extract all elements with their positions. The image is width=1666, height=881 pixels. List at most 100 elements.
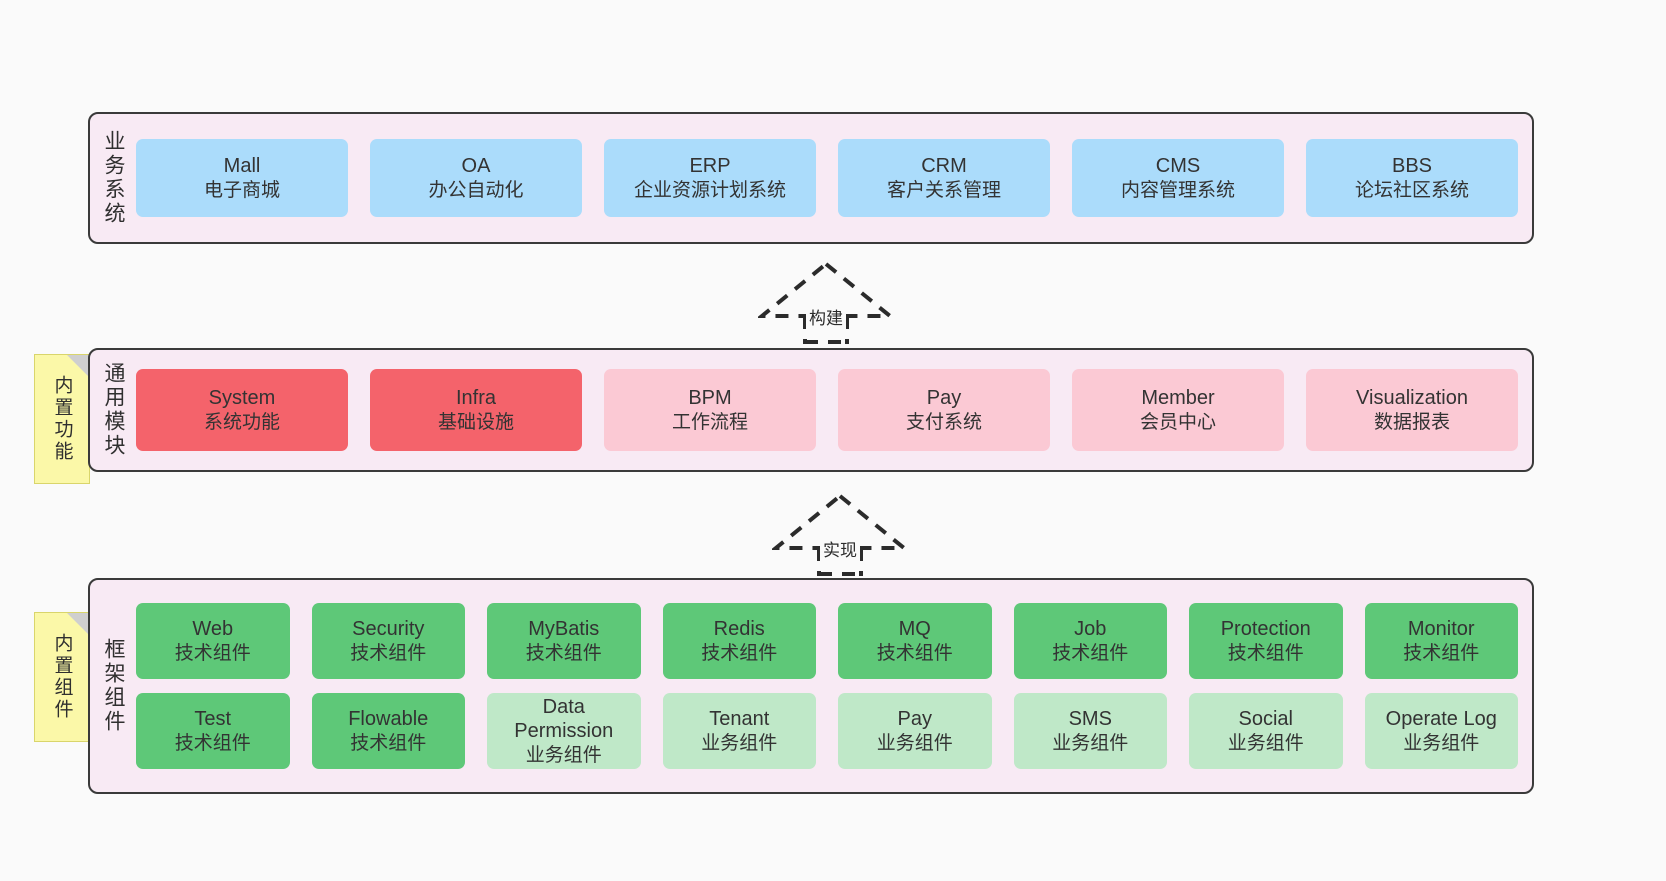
cell-subtitle: 客户关系管理 bbox=[886, 179, 1001, 201]
cell-title: MQ bbox=[898, 618, 931, 641]
cell-subtitle: 技术组件 bbox=[525, 642, 602, 664]
cell-subtitle: 会员中心 bbox=[1139, 411, 1216, 433]
cell-subtitle: 技术组件 bbox=[350, 642, 427, 664]
cell-title: MyBatis bbox=[528, 618, 600, 641]
cell-title: Monitor bbox=[1407, 618, 1475, 641]
cell-subtitle: 业务组件 bbox=[1403, 732, 1480, 754]
cell-title: CRM bbox=[921, 155, 967, 178]
cell-title: Web bbox=[192, 618, 234, 641]
cell-title: Redis bbox=[713, 618, 765, 641]
cell-title: SMS bbox=[1068, 708, 1112, 731]
cell-title: Infra bbox=[455, 387, 497, 410]
cell-title: Pay bbox=[926, 387, 962, 410]
cell-title: Pay bbox=[897, 708, 932, 731]
sticky-note-builtin-components-label: 内置组件 bbox=[51, 633, 73, 721]
cell-subtitle: 论坛社区系统 bbox=[1354, 179, 1469, 201]
connector-build-glyph bbox=[756, 261, 896, 344]
cell-title: Member bbox=[1141, 387, 1215, 410]
cell-title: Security bbox=[352, 618, 425, 641]
cell-subtitle: 技术组件 bbox=[350, 732, 427, 754]
cell-title: Protection bbox=[1220, 618, 1311, 641]
layer-module-label: 通用模块 bbox=[102, 362, 126, 458]
cell-subtitle: 业务组件 bbox=[701, 732, 778, 754]
cell-subtitle: 业务组件 bbox=[525, 744, 602, 766]
cell-subtitle: 技术组件 bbox=[174, 732, 251, 754]
cell-subtitle: 内容管理系统 bbox=[1120, 179, 1235, 201]
cell-subtitle: 支付系统 bbox=[905, 411, 982, 433]
cell-title: CMS bbox=[1155, 155, 1201, 178]
cell-title: System bbox=[208, 387, 276, 410]
cell-subtitle: 基础设施 bbox=[437, 411, 514, 433]
page-fold-icon bbox=[67, 355, 89, 377]
cell-subtitle: 工作流程 bbox=[671, 411, 748, 433]
layer-framework-label: 框架组件 bbox=[102, 638, 126, 734]
layer-business-label: 业务系统 bbox=[102, 130, 126, 226]
connector-implement-arrow: 实现 bbox=[770, 490, 910, 576]
cell-subtitle: 办公自动化 bbox=[428, 179, 524, 201]
cell-title: Job bbox=[1074, 618, 1107, 641]
cell-subtitle: 技术组件 bbox=[701, 642, 778, 664]
cell-title: Tenant bbox=[709, 708, 770, 731]
cell-subtitle: 技术组件 bbox=[876, 642, 953, 664]
cell-title: Social bbox=[1238, 708, 1293, 731]
cell-subtitle: 业务组件 bbox=[876, 732, 953, 754]
connector-build-label: 构建 bbox=[806, 304, 846, 329]
cell-title: BPM bbox=[688, 387, 732, 410]
cell-subtitle: 业务组件 bbox=[1227, 732, 1304, 754]
cell-title: Data Permission bbox=[514, 696, 614, 743]
page-fold-icon bbox=[67, 613, 89, 635]
cell-title: Flowable bbox=[348, 708, 429, 731]
cell-subtitle: 电子商城 bbox=[203, 179, 280, 201]
cell-subtitle: 业务组件 bbox=[1052, 732, 1129, 754]
cell-subtitle: 数据报表 bbox=[1373, 411, 1450, 433]
cell-subtitle: 系统功能 bbox=[203, 411, 280, 433]
cell-title: Operate Log bbox=[1385, 708, 1497, 731]
cell-title: Visualization bbox=[1356, 387, 1468, 410]
cell-title: BBS bbox=[1391, 155, 1433, 178]
cell-title: Mall bbox=[223, 155, 261, 178]
connector-implement-label: 实现 bbox=[820, 536, 860, 561]
cell-subtitle: 技术组件 bbox=[1403, 642, 1480, 664]
cell-subtitle: 技术组件 bbox=[174, 642, 251, 664]
cell-title: ERP bbox=[689, 155, 731, 178]
cell-subtitle: 企业资源计划系统 bbox=[633, 179, 786, 201]
cell-title: OA bbox=[461, 155, 491, 178]
